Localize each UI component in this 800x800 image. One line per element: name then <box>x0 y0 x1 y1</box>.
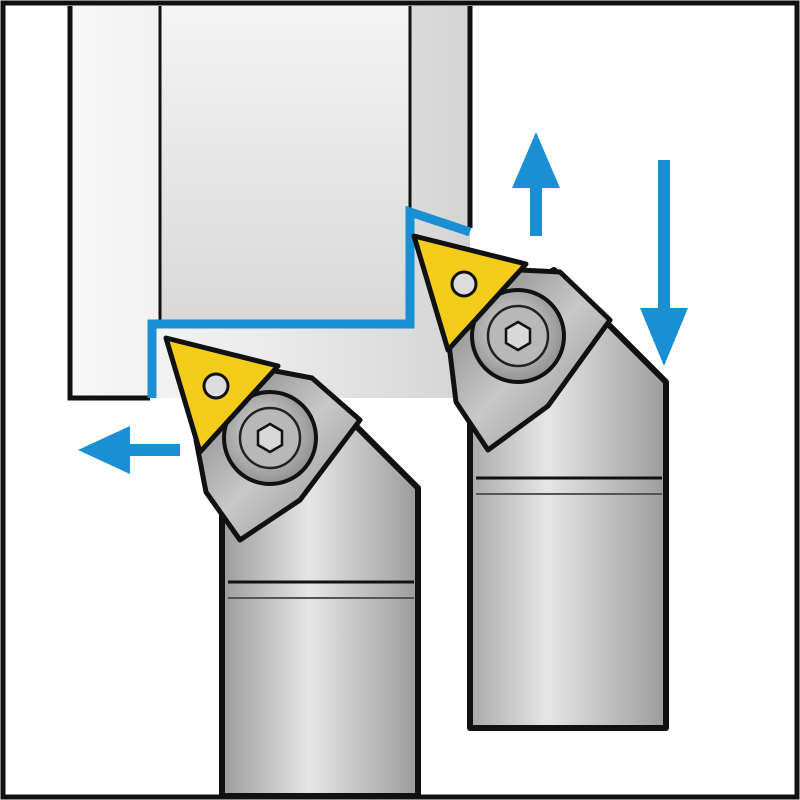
insert-pin-icon <box>202 372 230 400</box>
tool-holder-left <box>163 335 421 799</box>
tool-path-line <box>147 205 472 398</box>
arrow-down-icon <box>640 160 688 366</box>
insert-pin-icon <box>450 270 478 298</box>
tool-holder-right <box>411 233 669 731</box>
arrow-up-icon <box>512 132 560 236</box>
hex-socket-screw-icon <box>222 390 318 486</box>
workpiece <box>67 6 473 401</box>
hex-socket-screw-icon <box>470 288 566 384</box>
arrow-left-icon <box>78 426 180 474</box>
